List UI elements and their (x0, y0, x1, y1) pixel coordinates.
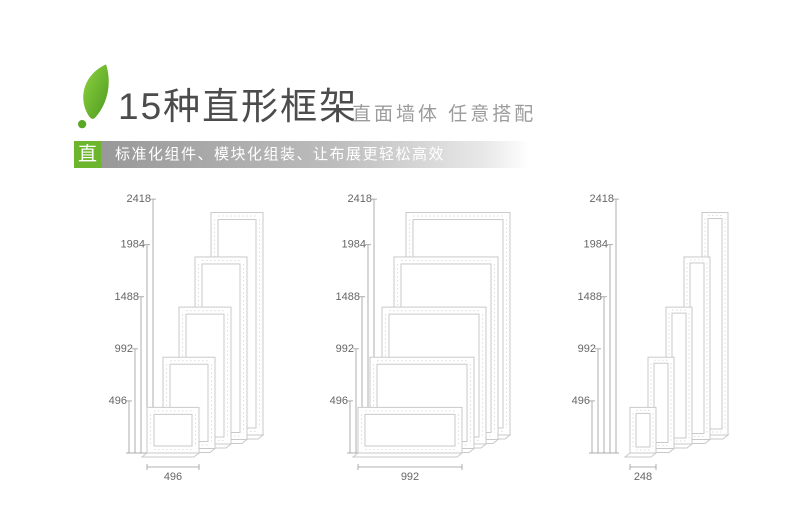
height-dimension-label: 1984 (121, 239, 145, 251)
height-dimension-label: 1984 (342, 239, 366, 251)
frame-inner (364, 413, 456, 447)
leaf-shape (83, 64, 109, 119)
frame-diagram-3: 496 992 1488 1984 2418 248 (572, 193, 730, 483)
frame-foot (623, 452, 658, 458)
frame-inner (653, 362, 669, 443)
frame-foot (351, 452, 464, 458)
frame-inner (153, 413, 193, 447)
height-dimension-label: 1488 (115, 291, 139, 303)
height-dimension-label: 496 (330, 395, 348, 407)
leaf-dot (77, 120, 87, 129)
height-dimension-label: 992 (578, 343, 596, 355)
width-dimension-label: 248 (634, 471, 652, 483)
height-dimension-label: 2418 (348, 193, 372, 205)
banner-slogan: 标准化组件、模块化组装、让布展更轻松高效 (101, 141, 529, 168)
height-dimension-label: 992 (115, 343, 133, 355)
frame-foot (140, 452, 201, 458)
badge-zhi: 直 (74, 141, 101, 168)
height-dimension-label: 1488 (578, 291, 602, 303)
height-dimension-label: 1984 (584, 239, 608, 251)
height-dimension-label: 496 (572, 395, 590, 407)
height-dimension-label: 496 (109, 395, 127, 407)
frame-diagrams: 496 992 1488 1984 2418 496 496 992 1488 1984 2418… (0, 180, 800, 510)
frame-inner (635, 412, 651, 448)
width-dimension-label: 992 (401, 471, 419, 483)
height-dimension-label: 1488 (336, 291, 360, 303)
leaf-logo-icon (77, 64, 109, 129)
page-title: 15种直形框架 (118, 86, 359, 127)
height-dimension-label: 2418 (590, 193, 614, 205)
page-subtitle: 直面墙体 任意搭配 (352, 104, 537, 125)
frame-diagram-2: 496 992 1488 1984 2418 992 (330, 193, 512, 483)
frame-diagram-1: 496 992 1488 1984 2418 496 (109, 193, 265, 483)
height-dimension-label: 2418 (127, 193, 151, 205)
width-dimension-label: 496 (164, 471, 182, 483)
height-dimension-label: 992 (336, 343, 354, 355)
